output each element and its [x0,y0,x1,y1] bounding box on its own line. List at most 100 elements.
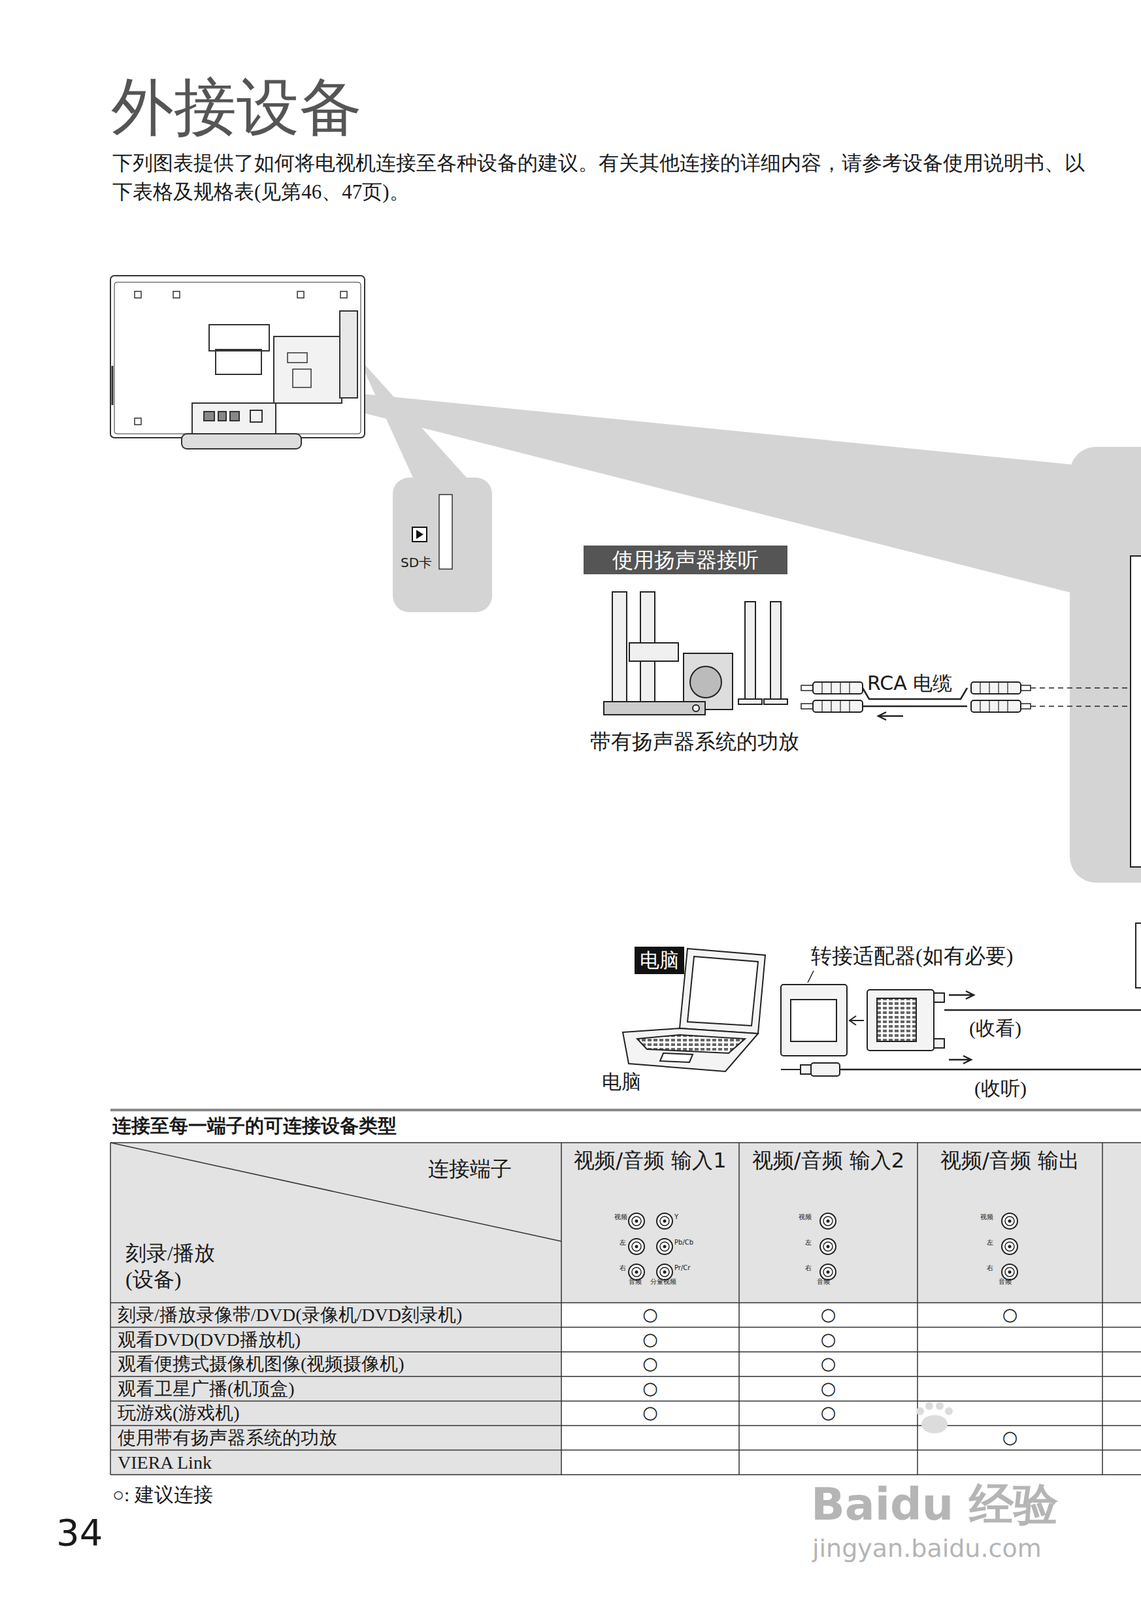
signal-label: (收听) [974,1076,1027,1101]
watermark-paw [916,1402,953,1434]
grid-line [110,1302,1141,1304]
jack-symbol [820,1264,836,1281]
column-header: 视频/音频 输出 [917,1148,1103,1174]
page-title: 外接设备 [111,73,363,143]
jack-label: 左 [805,1239,812,1247]
jack-label: Pb/Cb [674,1239,694,1247]
mark-circle: ○ [561,1329,740,1351]
speaker-system [603,592,788,715]
row-label: VIERA Link [117,1452,212,1475]
table-grid [110,1142,1141,1475]
jack-symbol [820,1239,836,1255]
cable-label: RCA 电缆 [867,671,953,696]
row-head-fill [110,1303,562,1475]
audio-plug [780,1063,840,1077]
row-label: 观看DVD(DVD播放机) [117,1329,301,1352]
mark-circle: ○ [739,1304,918,1326]
node-text: 电脑 [639,948,679,973]
jack-symbol [628,1213,645,1230]
jack-label: 音频 [628,1278,642,1287]
watermark: jingyan.baidu.com [812,1534,1042,1565]
intro-text: 下列图表提供了如何将电视机连接至各种设备的建议。有关其他连接的详细内容，请参考设… [112,148,1087,207]
jack-label: 视频 [614,1213,628,1222]
side-panel [1069,446,1141,883]
jack-label: Pr/Cr [674,1264,691,1273]
mark-circle: ○ [561,1353,740,1375]
panel-inset [1130,556,1141,868]
jack-symbol [628,1264,645,1281]
jack-symbol [656,1264,673,1281]
jack-label: 右 [805,1264,812,1273]
jack-symbol [1001,1264,1018,1281]
grid-line [109,1142,112,1475]
legend-note: ○: 建议连接 [112,1483,214,1507]
header-fill [110,1142,1141,1304]
table-heading: 连接至每一端子的可连接设备类型 [112,1114,397,1138]
device-label: 电脑 [601,1070,642,1094]
jack-label: 分量视频 [650,1278,677,1287]
grid-line [110,1351,1141,1353]
sd-slot [392,477,493,613]
jack-label: Y [674,1213,679,1222]
row-label: 玩游戏(游戏机) [117,1402,240,1425]
section-rule [110,1108,1141,1112]
jack-label: 左 [619,1239,627,1247]
tv-back [110,275,365,449]
jack-symbol [656,1239,673,1255]
diagonal-line [110,1142,562,1242]
rca-plug [801,682,863,695]
grid-line [1101,1142,1104,1475]
jack-symbol [1001,1213,1018,1230]
mark-circle: ○ [739,1329,918,1351]
column-header: 视频/音频 输入2 [739,1148,918,1174]
row-label: 刻录/播放录像带/DVD(录像机/DVD刻录机) [117,1304,463,1327]
mark-circle: ○ [739,1353,918,1375]
page-number: 34 [56,1510,103,1555]
grid-line [110,1327,1141,1329]
header-label: 刻录/播放 (设备) [125,1240,250,1293]
grid-line [110,1474,1141,1476]
badge-label: 电脑 [634,946,685,975]
jack-label: 音频 [816,1278,830,1287]
rca-plug [971,700,1031,713]
jack-symbol [820,1213,836,1230]
mark-circle: ○ [561,1304,740,1326]
laptop [622,948,766,1072]
mark-circle: ○ [739,1378,918,1400]
jack-symbol [1001,1239,1018,1255]
jack-symbol [628,1239,645,1255]
jack-symbol [656,1213,673,1230]
grid-line [110,1450,1141,1452]
rca-plug [971,682,1031,695]
grid-line [110,1401,1141,1403]
jack-label: 视频 [798,1213,812,1222]
mark-circle: ○ [561,1402,740,1424]
grid-line [110,1376,1141,1378]
jack-label: 左 [986,1239,994,1247]
row-label: 观看卫星广播(机顶盒) [117,1378,295,1401]
pc-cables [839,991,1141,1070]
partial-device [1135,923,1141,989]
node-text: 使用扬声器接听 [612,547,759,573]
jack-label: 右 [986,1264,994,1273]
signal-label: (收看) [969,1016,1022,1041]
grid-line [110,1425,1141,1427]
adapter [780,971,945,1057]
grid-line [560,1142,563,1475]
jack-label: 音频 [998,1278,1012,1287]
device-label: 带有扬声器系统的功放 [590,729,800,755]
mark-circle: ○ [917,1304,1103,1326]
rca-plug [801,700,863,713]
adapter-label: 转接适配器(如有必要) [810,943,1013,969]
header-label: 连接端子 [428,1156,512,1182]
row-label: 使用带有扬声器系统的功放 [117,1427,338,1450]
jack-label: 右 [619,1264,627,1273]
grid-line [110,1142,1141,1144]
jack-label: 视频 [980,1213,994,1222]
mark-circle: ○ [739,1402,918,1424]
mark-circle: ○ [917,1427,1103,1449]
mark-circle: ○ [561,1378,740,1400]
grid-line [738,1142,740,1475]
node-text: SD卡 [400,554,432,571]
row-label: 观看便携式摄像机图像(视频摄像机) [117,1353,405,1376]
